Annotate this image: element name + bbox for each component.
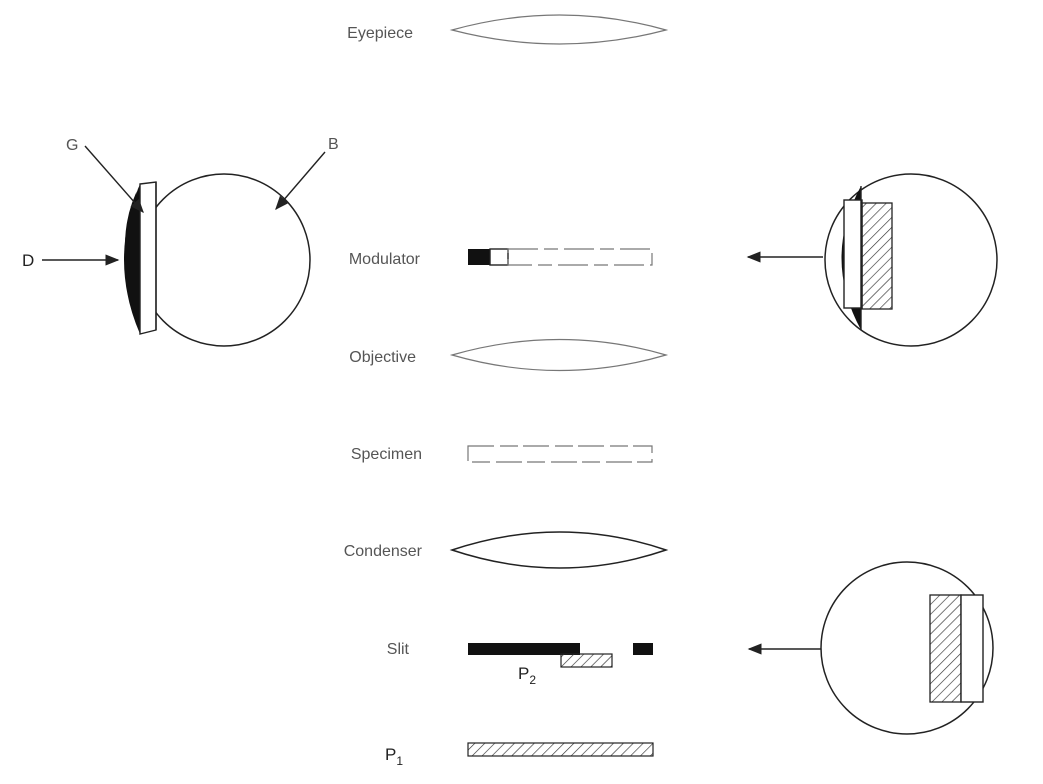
slit-plate	[468, 643, 653, 668]
objective-label: Objective	[349, 349, 416, 366]
label-b: B	[328, 136, 339, 153]
slit-label: Slit	[387, 641, 410, 658]
eyepiece-label: Eyepiece	[347, 25, 413, 42]
left-pupil-view	[124, 173, 311, 347]
specimen-label: Specimen	[351, 446, 422, 463]
p2-label: P2	[518, 664, 536, 687]
condenser-label: Condenser	[344, 543, 423, 560]
specimen-slide	[467, 445, 653, 463]
modulator-plate	[468, 248, 653, 266]
label-g: G	[66, 137, 78, 154]
label-d: D	[22, 251, 34, 270]
grey-region-g	[139, 181, 157, 335]
right-top-pupil-view	[824, 173, 998, 347]
hatched-image-bottom	[929, 594, 962, 703]
objective-lens	[449, 338, 669, 372]
hatched-image-top	[861, 202, 893, 310]
condenser-lens	[449, 531, 669, 569]
p1-label: P1	[385, 745, 403, 768]
arrow-g	[84, 145, 144, 214]
modulator-label: Modulator	[349, 251, 421, 268]
p1-polarizer	[467, 742, 654, 757]
right-bottom-pupil-view	[820, 561, 994, 735]
arrow-b	[275, 151, 326, 211]
p2-polarizer	[560, 653, 613, 668]
eyepiece-lens	[449, 14, 669, 45]
